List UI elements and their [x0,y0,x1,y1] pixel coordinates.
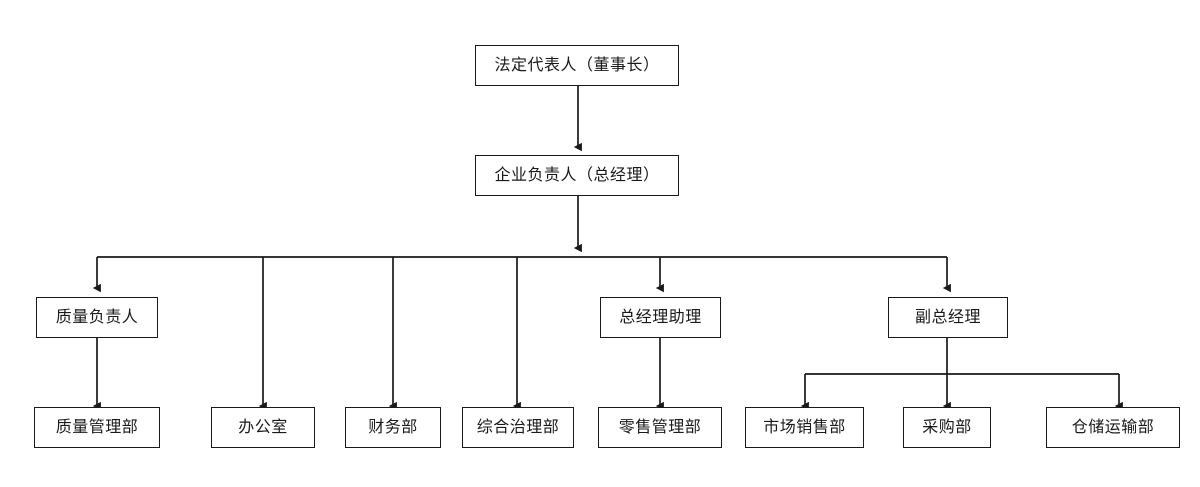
node-chairman-label: 法定代表人（董事长） [494,56,660,74]
node-marketing-dept[interactable]: 市场销售部 [745,407,864,448]
node-retail-dept-label: 零售管理部 [618,418,702,436]
node-office[interactable]: 办公室 [211,407,315,448]
node-general-manager-label: 企业负责人（总经理） [494,166,660,184]
node-quality-dept-label: 质量管理部 [55,418,139,436]
node-warehouse-dept[interactable]: 仓储运输部 [1046,407,1180,448]
node-office-label: 办公室 [238,418,288,436]
node-procurement-dept-label: 采购部 [922,418,972,436]
node-governance-dept[interactable]: 综合治理部 [462,407,574,448]
node-finance-dept[interactable]: 财务部 [345,407,441,448]
node-general-manager[interactable]: 企业负责人（总经理） [475,155,679,196]
node-gm-assistant-label: 总经理助理 [619,308,702,326]
node-warehouse-dept-label: 仓储运输部 [1071,418,1155,436]
node-gm-assistant[interactable]: 总经理助理 [600,297,721,338]
node-deputy-gm-label: 副总经理 [914,308,981,326]
node-marketing-dept-label: 市场销售部 [763,418,846,436]
node-procurement-dept[interactable]: 采购部 [903,407,991,448]
node-quality-dept[interactable]: 质量管理部 [34,407,160,448]
node-quality-head[interactable]: 质量负责人 [36,297,158,338]
node-deputy-gm[interactable]: 副总经理 [888,297,1008,338]
node-governance-dept-label: 综合治理部 [476,418,560,436]
node-finance-dept-label: 财务部 [368,418,418,436]
node-chairman[interactable]: 法定代表人（董事长） [475,45,679,86]
node-retail-dept[interactable]: 零售管理部 [598,407,722,448]
node-quality-head-label: 质量负责人 [55,308,139,326]
